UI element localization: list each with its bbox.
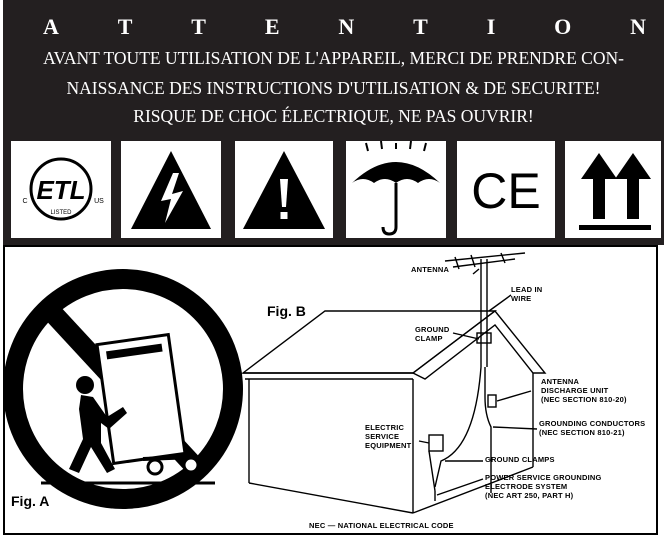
attention-title: A T T E N T I O N <box>3 14 664 40</box>
notice-line-1: AVANT TOUTE UTILISATION DE L'APPAREIL, M… <box>43 48 624 68</box>
ground-clamp-line: CLAMP <box>415 334 443 343</box>
antenna-label: ANTENNA <box>411 265 450 274</box>
ground-clamp-label: GROUND CLAMP <box>415 325 450 343</box>
attention-letter: N <box>630 14 646 39</box>
discharge-unit-label: ANTENNA DISCHARGE UNIT (NEC SECTION 810-… <box>541 377 627 404</box>
lead-in-line: WIRE <box>511 294 532 303</box>
keep-dry-umbrella-icon <box>346 141 446 238</box>
figures-drawing <box>5 252 547 514</box>
fig-b-label: Fig. B <box>267 303 306 319</box>
attention-letter: T <box>191 14 206 39</box>
electric-shock-warning-icon <box>121 141 221 238</box>
attention-letter: T <box>117 14 133 39</box>
attention-letter: O <box>554 14 572 39</box>
attention-header: A T T E N T I O N AVANT TOUTE UTILISATIO… <box>3 0 664 245</box>
discharge-line: ANTENNA <box>541 377 580 386</box>
ground-clamp-line: GROUND <box>415 325 450 334</box>
etl-listed-text: LISTED <box>50 210 72 216</box>
etl-listed-icon: ETL C US LISTED <box>11 141 111 238</box>
attention-letter: A <box>43 14 59 39</box>
grounding-line: (NEC SECTION 810-21) <box>539 428 625 437</box>
attention-letter: N <box>338 14 355 39</box>
fig-a-label: Fig. A <box>11 493 50 509</box>
lead-in-line: LEAD IN <box>511 285 543 294</box>
attention-letter: T <box>413 14 428 39</box>
grounding-line: GROUNDING CONDUCTORS <box>539 419 646 428</box>
ce-mark-icon: CE <box>457 141 555 238</box>
power-service-line: POWER SERVICE GROUNDING <box>485 473 602 482</box>
this-way-up-arrows-icon <box>565 141 661 238</box>
lead-in-label: LEAD IN WIRE <box>511 285 542 303</box>
nec-footnote: NEC — NATIONAL ELECTRICAL CODE <box>309 521 454 530</box>
ce-text: CE <box>471 163 540 219</box>
caution-exclamation-icon <box>235 141 333 238</box>
etl-text: ETL <box>36 175 85 205</box>
shock-warning-line: RISQUE DE CHOC ÉLECTRIQUE, NE PAS OUVRIR… <box>133 106 534 126</box>
power-service-line: (NEC ART 250, PART H) <box>485 491 574 500</box>
attention-letter: I <box>486 14 496 39</box>
house-grounding-diagram <box>240 252 547 514</box>
electric-service-line: SERVICE <box>365 432 400 441</box>
discharge-line: (NEC SECTION 810-20) <box>541 395 627 404</box>
etl-us-text: US <box>94 198 104 205</box>
ground-clamps-label: GROUND CLAMPS <box>485 455 555 464</box>
etl-c-text: C <box>22 198 27 205</box>
power-service-label: POWER SERVICE GROUNDING ELECTRODE SYSTEM… <box>485 473 602 500</box>
discharge-line: DISCHARGE UNIT <box>541 386 609 395</box>
safety-icons-row: ETL C US LISTED <box>3 141 664 239</box>
attention-letter: E <box>264 14 280 39</box>
power-service-line: ELECTRODE SYSTEM <box>485 482 568 491</box>
installation-figures-panel: Fig. A Fig. B ANTENNA LEAD IN WIRE GROUN… <box>3 245 658 535</box>
electric-service-label: ELECTRIC SERVICE EQUIPMENT <box>365 423 411 450</box>
electric-service-line: EQUIPMENT <box>365 441 412 450</box>
cart-tipping-prohibition-icon <box>5 269 243 509</box>
notice-line-2: NAISSANCE DES INSTRUCTIONS D'UTILISATION… <box>66 78 601 98</box>
electric-service-line: ELECTRIC <box>365 423 405 432</box>
grounding-conductors-label: GROUNDING CONDUCTORS (NEC SECTION 810-21… <box>539 419 645 437</box>
